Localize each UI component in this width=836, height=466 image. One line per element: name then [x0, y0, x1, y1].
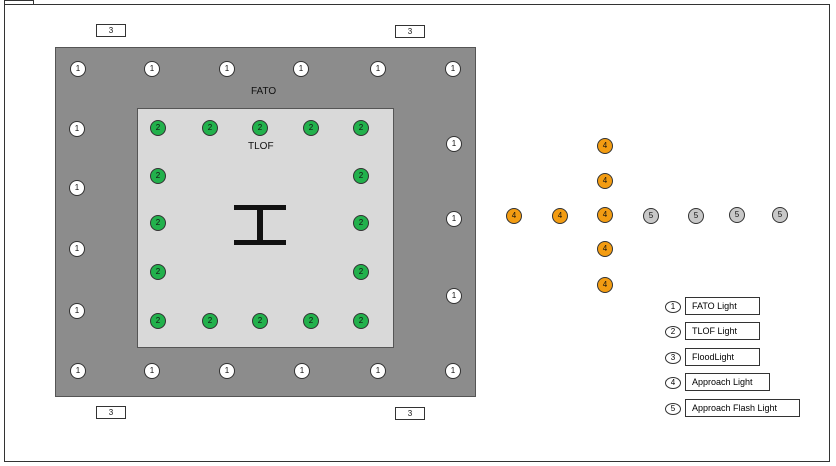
approach-flash-light: 5 [643, 208, 659, 224]
tlof-light: 2 [202, 120, 218, 136]
tlof-light: 2 [150, 120, 166, 136]
tlof-light: 2 [202, 313, 218, 329]
fato-light: 1 [70, 61, 86, 77]
floodlight: 3 [395, 25, 425, 38]
approach-light: 4 [597, 277, 613, 293]
tlof-area [137, 108, 394, 348]
fato-light: 1 [219, 363, 235, 379]
fato-light: 1 [446, 136, 462, 152]
fato-label: FATO [251, 86, 277, 97]
tlof-light: 2 [150, 264, 166, 280]
legend-label: TLOF Light [685, 322, 760, 340]
fato-light: 1 [69, 121, 85, 137]
fato-light: 1 [144, 363, 160, 379]
fato-light: 1 [370, 363, 386, 379]
fato-light: 1 [293, 61, 309, 77]
floodlight: 3 [96, 24, 126, 37]
tlof-light: 2 [252, 120, 268, 136]
tlof-light: 2 [353, 264, 369, 280]
tlof-light: 2 [150, 168, 166, 184]
approach-light: 4 [552, 208, 568, 224]
approach-light: 4 [506, 208, 522, 224]
legend-symbol: 2 [665, 326, 681, 338]
fato-light: 1 [446, 288, 462, 304]
tlof-light: 2 [353, 120, 369, 136]
frame-tab [4, 0, 34, 4]
tlof-light: 2 [353, 215, 369, 231]
diagram-frame [4, 4, 830, 462]
fato-light: 1 [370, 61, 386, 77]
fato-light: 1 [446, 211, 462, 227]
legend-symbol: 4 [665, 377, 681, 389]
approach-flash-light: 5 [688, 208, 704, 224]
fato-light: 1 [445, 363, 461, 379]
tlof-light: 2 [303, 313, 319, 329]
floodlight: 3 [96, 406, 126, 419]
legend-label: Approach Light [685, 373, 770, 391]
fato-light: 1 [69, 303, 85, 319]
tlof-light: 2 [150, 313, 166, 329]
fato-light: 1 [70, 363, 86, 379]
tlof-light: 2 [353, 313, 369, 329]
tlof-light: 2 [303, 120, 319, 136]
legend-symbol: 3 [665, 352, 681, 364]
legend-symbol: 5 [665, 403, 681, 415]
fato-light: 1 [294, 363, 310, 379]
tlof-light: 2 [353, 168, 369, 184]
approach-light: 4 [597, 241, 613, 257]
approach-light: 4 [597, 138, 613, 154]
legend-label: FATO Light [685, 297, 760, 315]
legend-label: FloodLight [685, 348, 760, 366]
legend-label: Approach Flash Light [685, 399, 800, 417]
fato-light: 1 [144, 61, 160, 77]
helipad-h-marking [234, 205, 286, 245]
tlof-light: 2 [252, 313, 268, 329]
tlof-label: TLOF [248, 141, 274, 152]
approach-light: 4 [597, 173, 613, 189]
fato-light: 1 [69, 180, 85, 196]
tlof-light: 2 [150, 215, 166, 231]
floodlight: 3 [395, 407, 425, 420]
fato-light: 1 [69, 241, 85, 257]
approach-light: 4 [597, 207, 613, 223]
fato-light: 1 [219, 61, 235, 77]
legend-symbol: 1 [665, 301, 681, 313]
fato-light: 1 [445, 61, 461, 77]
approach-flash-light: 5 [772, 207, 788, 223]
approach-flash-light: 5 [729, 207, 745, 223]
